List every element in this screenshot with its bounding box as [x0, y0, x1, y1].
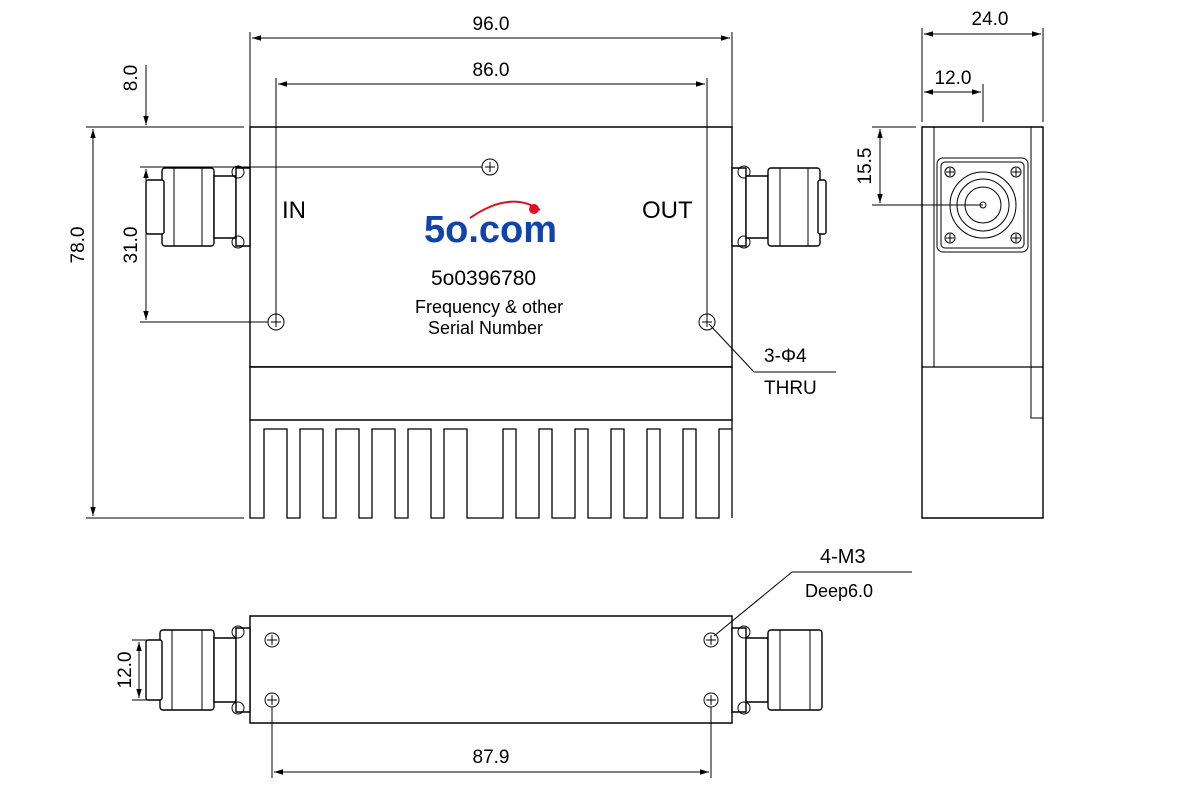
bottom-body [250, 616, 732, 723]
brand-logo: 5o.com [424, 202, 557, 251]
heatsink-fins [250, 420, 732, 518]
thread-callout-leader [714, 572, 912, 636]
hole-callout: 3-Φ4 [764, 346, 807, 367]
dim-depth: 24.0 [972, 9, 1009, 30]
dim-connector-height: 15.5 [855, 148, 876, 185]
dim-top-offset: 8.0 [121, 65, 142, 91]
dim-hole-spacing: 86.0 [473, 60, 510, 81]
thread-depth: Deep6.0 [805, 581, 873, 601]
side-body [922, 127, 1043, 518]
front-view: 96.0 86.0 8.0 31.0 78.0 IN OUT 5o.com 5o… [68, 14, 836, 518]
bottom-in-connector [146, 626, 250, 714]
dim-thread-spacing-y: 12.0 [115, 652, 136, 689]
dim-thread-spacing-x: 87.9 [473, 747, 510, 768]
in-connector [146, 166, 250, 248]
thread-hole-br [704, 693, 718, 707]
out-connector [732, 166, 826, 248]
part-number: 5o0396780 [431, 267, 536, 290]
svg-text:5o.com: 5o.com [424, 209, 557, 251]
side-view: 24.0 12.0 15.5 [855, 9, 1043, 518]
thread-hole-tl [265, 633, 279, 647]
label-out: OUT [642, 197, 693, 224]
thread-hole-bl [265, 693, 279, 707]
thread-callout: 4-M3 [820, 546, 866, 568]
thread-hole-tr [704, 633, 718, 647]
note-frequency: Frequency & other [415, 297, 563, 317]
label-in: IN [282, 197, 306, 224]
dim-height: 78.0 [68, 227, 89, 264]
dim-center: 12.0 [935, 68, 972, 89]
dim-width: 96.0 [473, 14, 510, 35]
hole-callout-thru: THRU [764, 378, 817, 399]
dim-connector-spacing: 31.0 [121, 227, 142, 264]
hole-callout-leader [709, 324, 836, 372]
heatsink-base [250, 367, 732, 420]
bottom-out-connector [732, 626, 822, 714]
bottom-view: 4-M3 Deep6.0 12.0 87.9 [115, 546, 912, 778]
note-serial: Serial Number [428, 318, 543, 338]
